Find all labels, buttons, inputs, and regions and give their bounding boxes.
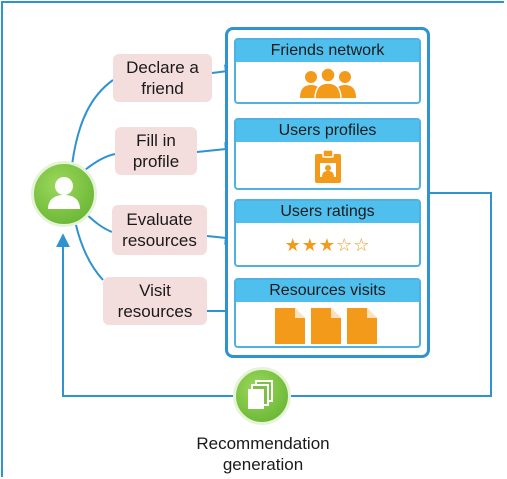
user-icon bbox=[48, 177, 80, 209]
store-users-ratings: Users ratings ★★★☆☆ bbox=[234, 199, 421, 267]
action-evaluate-resources: Evaluate resources bbox=[112, 205, 207, 255]
stacked-pages-icon bbox=[248, 380, 273, 409]
action-label-line1: Fill in bbox=[136, 131, 176, 150]
action-fill-profile: Fill in profile bbox=[115, 127, 197, 175]
store-users-profiles: Users profiles bbox=[234, 118, 421, 190]
connector-user-visit bbox=[75, 224, 104, 281]
user-node bbox=[31, 161, 97, 227]
store-resources-visits: Resources visits bbox=[234, 278, 421, 348]
loop-recommendation-to-user bbox=[56, 233, 233, 397]
documents-icon bbox=[274, 308, 377, 344]
recommendation-node bbox=[233, 367, 291, 425]
recommendation-label-line1: Recommendation bbox=[196, 434, 330, 453]
connector-user-fill bbox=[84, 153, 116, 171]
action-label-line2: friend bbox=[141, 79, 184, 98]
store-friends-network: Friends network bbox=[234, 38, 421, 104]
recommendation-label-line2: generation bbox=[222, 455, 304, 474]
recommendation-label: Recommendation generation bbox=[170, 433, 356, 475]
store-title: Users profiles bbox=[236, 120, 419, 142]
store-title: Users ratings bbox=[236, 201, 419, 223]
id-badge-icon bbox=[314, 150, 341, 183]
action-label-line1: Visit bbox=[139, 281, 171, 300]
store-title: Resources visits bbox=[236, 280, 419, 302]
action-label-line2: profile bbox=[132, 152, 180, 171]
star-rating-icon: ★★★☆☆ bbox=[284, 235, 371, 255]
connector-user-declare bbox=[71, 79, 114, 166]
store-title: Friends network bbox=[236, 40, 419, 62]
action-label-line1: Evaluate bbox=[126, 210, 193, 229]
action-label-line1: Declare a bbox=[126, 58, 199, 77]
action-declare-friend: Declare a friend bbox=[113, 54, 212, 102]
action-label-line2: resources bbox=[122, 231, 197, 250]
action-visit-resources: Visit resources bbox=[103, 277, 207, 325]
action-label-line2: resources bbox=[117, 302, 193, 321]
group-people-icon bbox=[299, 68, 356, 100]
loop-store-to-recommendation bbox=[291, 192, 492, 397]
